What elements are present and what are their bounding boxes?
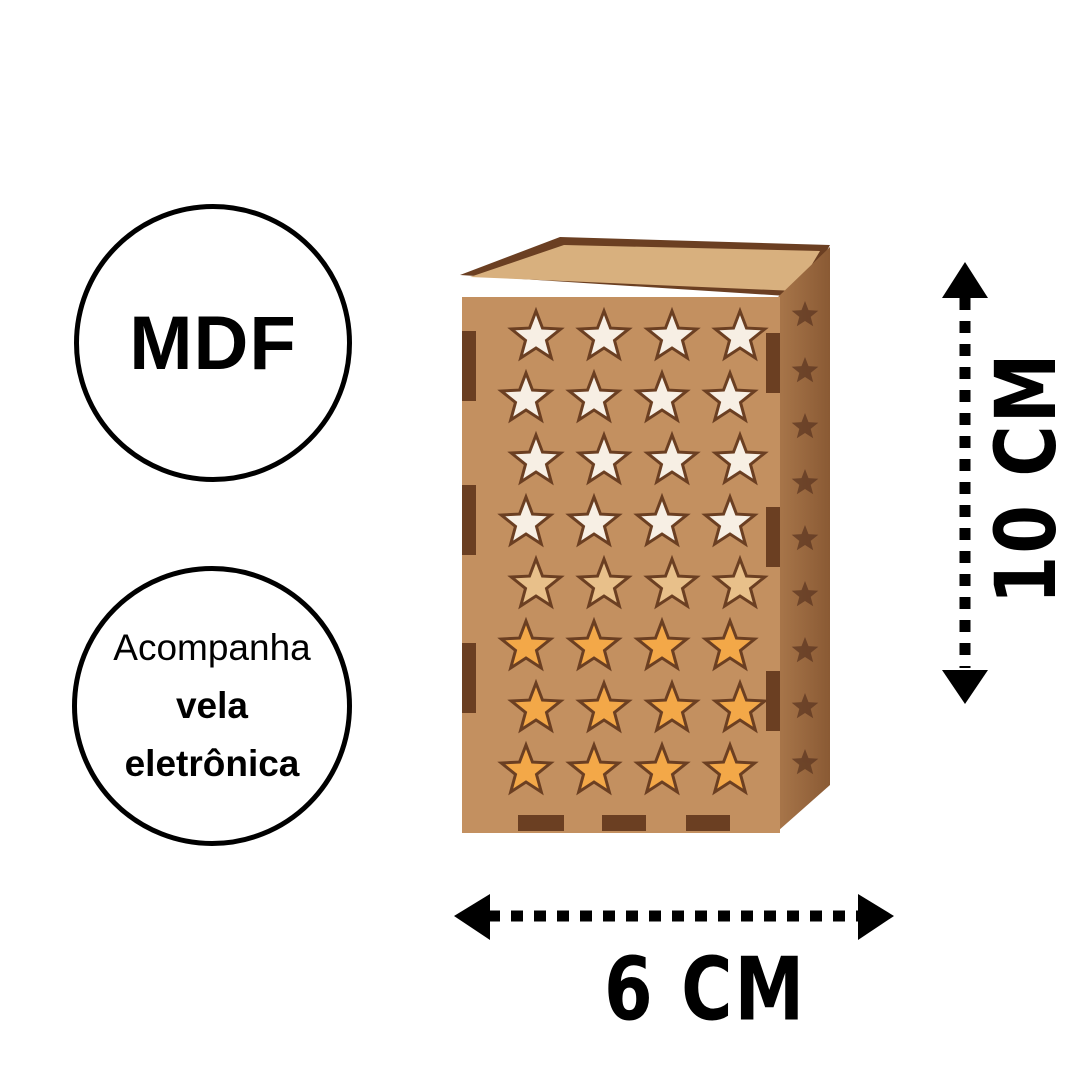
star-cutout [497, 616, 555, 672]
side-star-cutout [791, 357, 819, 383]
star-cutout [497, 368, 555, 424]
star-cutout [565, 740, 623, 796]
star-cutout [643, 306, 701, 362]
star-cutout [633, 740, 691, 796]
star-cutout [633, 368, 691, 424]
star-cutout [633, 616, 691, 672]
star-cutout [565, 616, 623, 672]
height-label: 10 CM [977, 351, 1076, 605]
star-cutouts [497, 306, 769, 796]
star-cutout [643, 554, 701, 610]
star-cutout [507, 678, 565, 734]
star-cutout [507, 306, 565, 362]
width-arrow-icon [454, 894, 894, 940]
star-cutout [701, 492, 759, 548]
star-cutout [507, 430, 565, 486]
candle-line-2: vela [175, 685, 248, 726]
star-cutout [701, 368, 759, 424]
candle-badge: Acompanha vela eletrônica [72, 566, 352, 846]
side-star-cutout [791, 693, 819, 719]
star-cutout [711, 678, 769, 734]
star-cutout [643, 678, 701, 734]
star-cutout [701, 616, 759, 672]
star-cutout [575, 554, 633, 610]
side-star-cutout [791, 581, 819, 607]
width-label: 6 CM [604, 938, 807, 1041]
side-star-cutout [791, 749, 819, 775]
star-cutout [575, 306, 633, 362]
star-cutout [565, 368, 623, 424]
star-cutout [711, 554, 769, 610]
side-star-cutout [791, 637, 819, 663]
candle-line-3: eletrônica [124, 743, 300, 784]
star-cutout [497, 492, 555, 548]
material-badge: MDF [74, 204, 352, 482]
side-star-cutout [791, 469, 819, 495]
star-cutout [497, 740, 555, 796]
star-cutout [575, 430, 633, 486]
star-cutout [565, 492, 623, 548]
candle-line-1: Acompanha [113, 627, 311, 668]
star-cutout [507, 554, 565, 610]
material-label: MDF [129, 300, 297, 386]
side-star-cutout [791, 525, 819, 551]
star-cutout [575, 678, 633, 734]
star-cutout [711, 306, 769, 362]
star-cutout [711, 430, 769, 486]
height-arrow-icon [942, 262, 988, 704]
star-cutout [643, 430, 701, 486]
lantern-image [460, 237, 830, 833]
side-star-cutout [791, 301, 819, 327]
star-cutout [701, 740, 759, 796]
star-cutout [633, 492, 691, 548]
side-star-cutout [791, 413, 819, 439]
